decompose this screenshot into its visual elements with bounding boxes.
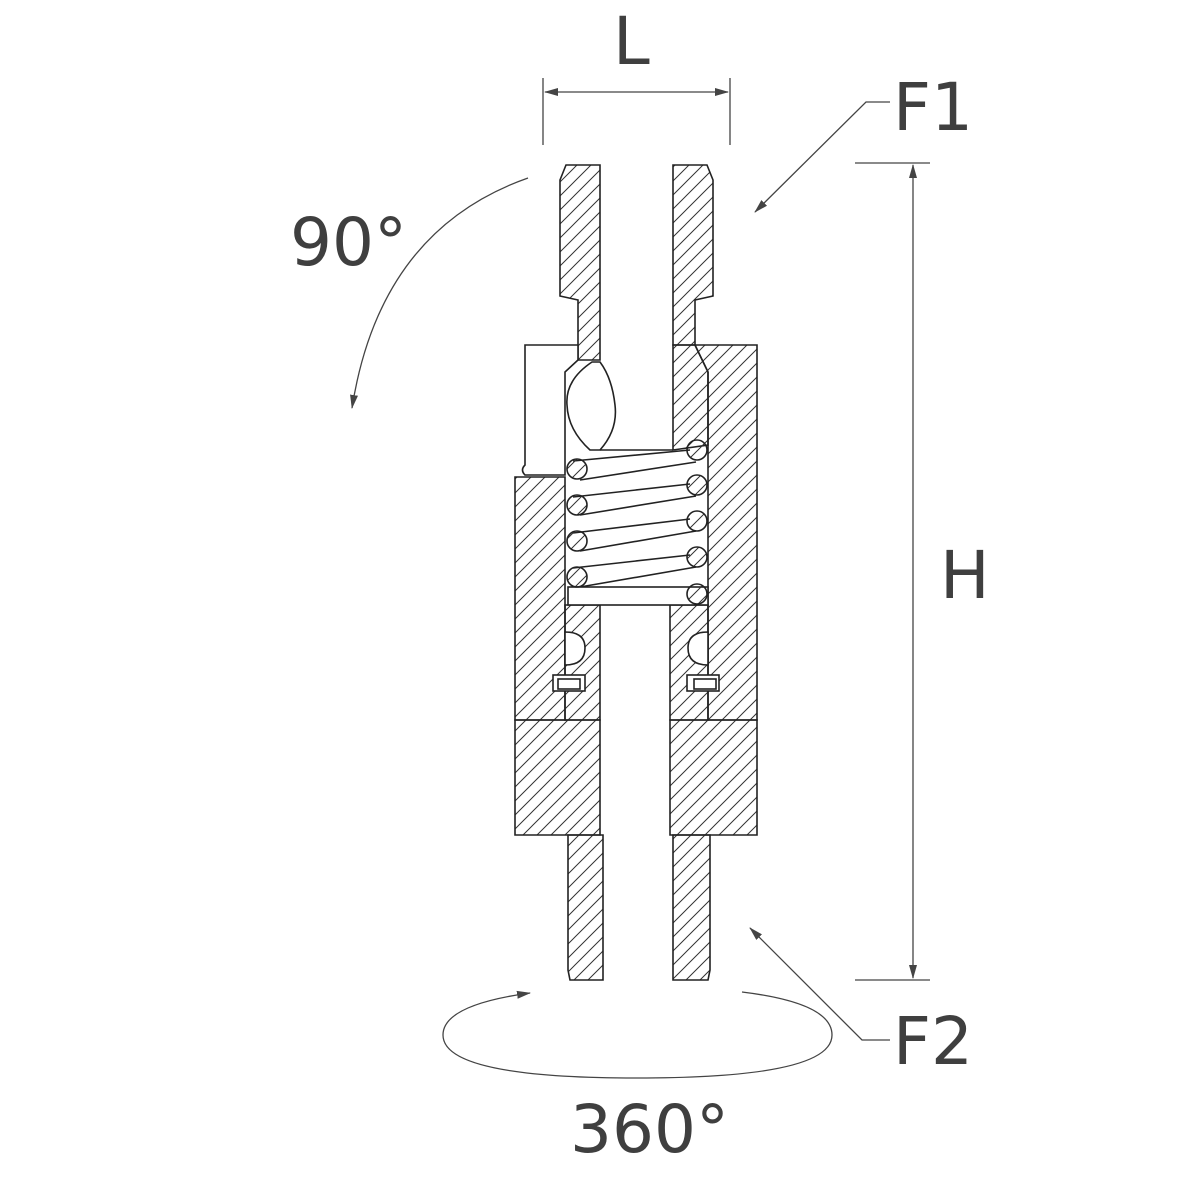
spring bbox=[566, 439, 709, 606]
force-arrow-F1 bbox=[754, 101, 890, 213]
rotation-arrow bbox=[442, 990, 833, 1079]
force-arrow-F2 bbox=[749, 927, 890, 1041]
label-H: H bbox=[940, 537, 990, 614]
dimension-H bbox=[855, 162, 930, 981]
ball bbox=[566, 361, 617, 451]
top-nozzle bbox=[559, 164, 714, 361]
bottom-nozzle bbox=[567, 834, 711, 981]
label-L: L bbox=[613, 3, 650, 80]
label-90-degrees: 90° bbox=[290, 204, 407, 281]
label-F2: F2 bbox=[893, 1003, 973, 1080]
label-360-degrees: 360° bbox=[570, 1091, 729, 1168]
swivel-arrow bbox=[350, 177, 529, 409]
lower-housing bbox=[514, 476, 758, 836]
upper-housing bbox=[521, 344, 758, 721]
dimension-L bbox=[542, 78, 731, 145]
label-F1: F1 bbox=[893, 69, 973, 146]
